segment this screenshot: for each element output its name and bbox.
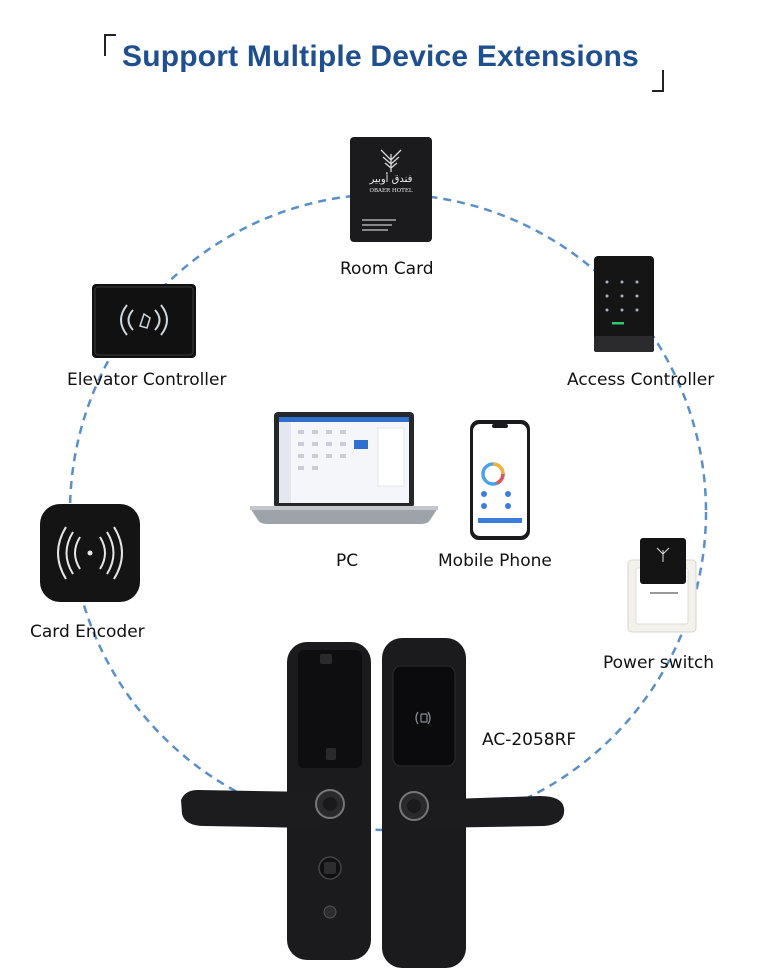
room-card-image: فندق أوبير OBAER HOTEL	[350, 137, 432, 242]
access-controller-image	[594, 256, 654, 352]
room-card-label: Room Card	[340, 259, 434, 279]
mobile-phone-label: Mobile Phone	[438, 551, 552, 571]
page-title: Support Multiple Device Extensions	[122, 40, 639, 73]
title-bracket-left	[104, 34, 116, 56]
elevator-controller-label: Elevator Controller	[67, 370, 227, 390]
room-card-arabic: فندق أوبير	[369, 172, 413, 185]
access-controller-label: Access Controller	[567, 370, 715, 390]
laptop-image	[250, 412, 438, 524]
card-encoder-image	[40, 504, 140, 602]
mobile-phone-image	[470, 420, 530, 540]
door-lock-front-image	[181, 642, 371, 960]
model-label: AC-2058RF	[482, 730, 577, 750]
door-lock-back-image	[382, 638, 565, 968]
title-bracket-right	[652, 70, 664, 92]
room-card-hotel-name: OBAER HOTEL	[369, 188, 412, 194]
card-encoder-label: Card Encoder	[30, 622, 145, 642]
power-switch-image	[627, 538, 697, 633]
pc-label: PC	[336, 551, 359, 571]
power-switch-label: Power switch	[603, 653, 715, 673]
elevator-controller-image	[92, 284, 196, 358]
title-frame: Support Multiple Device Extensions	[104, 34, 664, 92]
